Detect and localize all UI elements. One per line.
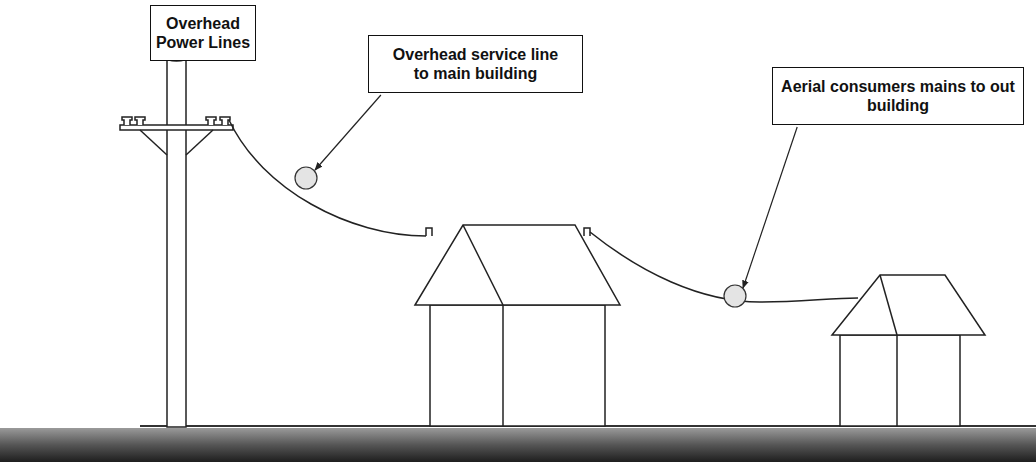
- out-building: [832, 275, 985, 426]
- service-line: [229, 120, 426, 236]
- leader-lines: [315, 95, 797, 288]
- consumers-mains-line: [590, 232, 858, 302]
- main-building: [415, 225, 620, 426]
- ground: [0, 428, 1036, 462]
- line-marker: [295, 167, 317, 189]
- label-box: Overhead Power Lines: [150, 5, 256, 61]
- callout-box: Aerial consumers mains to out building: [772, 67, 1024, 125]
- line-marker: [724, 285, 746, 307]
- callout-text: Aerial consumers mains to out building: [779, 77, 1017, 115]
- power-pole: [120, 55, 233, 427]
- callout-text: Overhead service line to main building: [389, 45, 562, 83]
- leader-line: [743, 127, 797, 288]
- leader-line: [315, 95, 381, 170]
- callout-box: Overhead service line to main building: [368, 35, 583, 93]
- callout-text: Overhead Power Lines: [155, 14, 251, 52]
